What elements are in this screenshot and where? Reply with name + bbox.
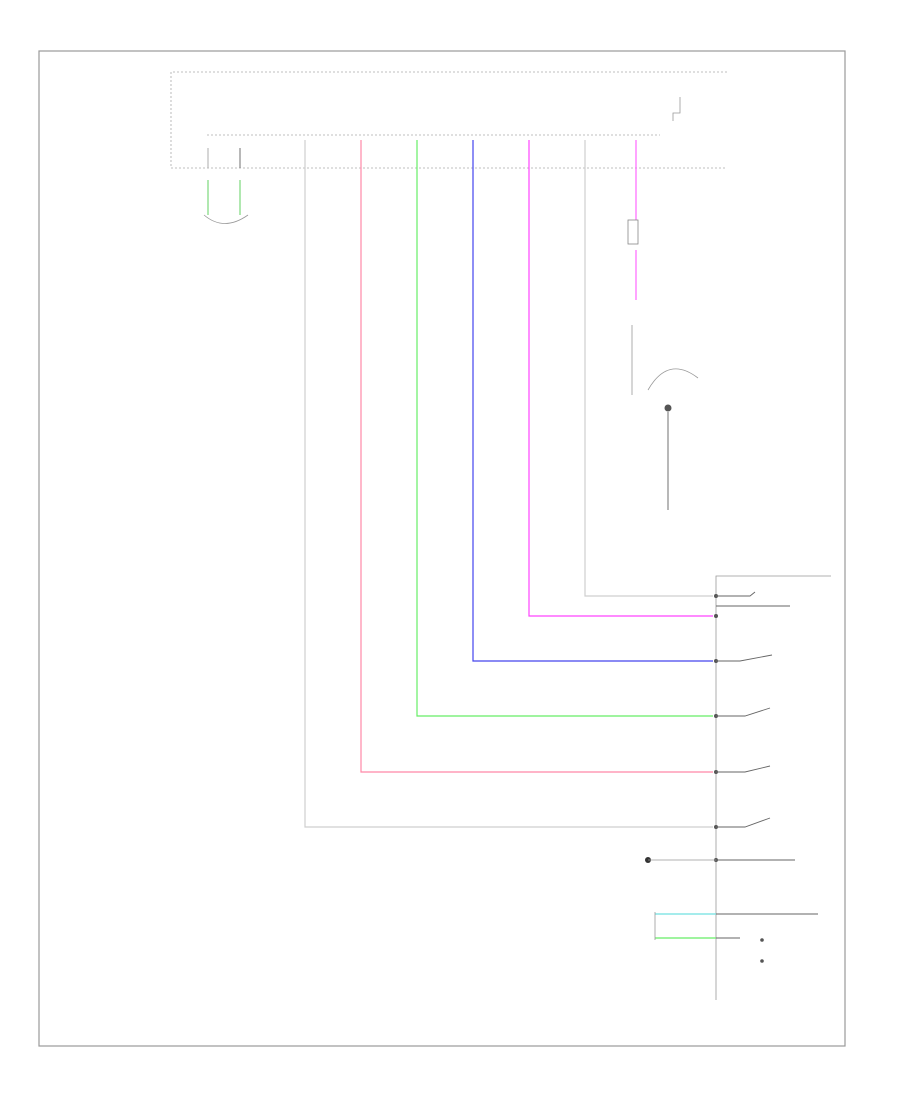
wire-white-1 (304, 140, 713, 828)
lever-indicator-dot-2 (760, 959, 764, 963)
lever-indicator-dot-1 (760, 938, 764, 942)
shift-lock-assembly (631, 325, 699, 510)
illumination-wires (654, 912, 716, 940)
wire-blue (472, 140, 713, 662)
ecu-internal-line (672, 97, 681, 121)
wire-pink (360, 140, 713, 773)
lever-switch-assembly (714, 575, 831, 1000)
diagram-frame (38, 50, 846, 1047)
left-connector (203, 148, 249, 224)
right-magenta-wire (627, 140, 639, 300)
ecu-box (170, 71, 727, 169)
lever-switches (716, 591, 818, 939)
wire-white-2 (584, 140, 713, 597)
lever-ground-wire (645, 857, 716, 863)
wire-magenta (528, 140, 713, 617)
wire-green (416, 140, 713, 717)
